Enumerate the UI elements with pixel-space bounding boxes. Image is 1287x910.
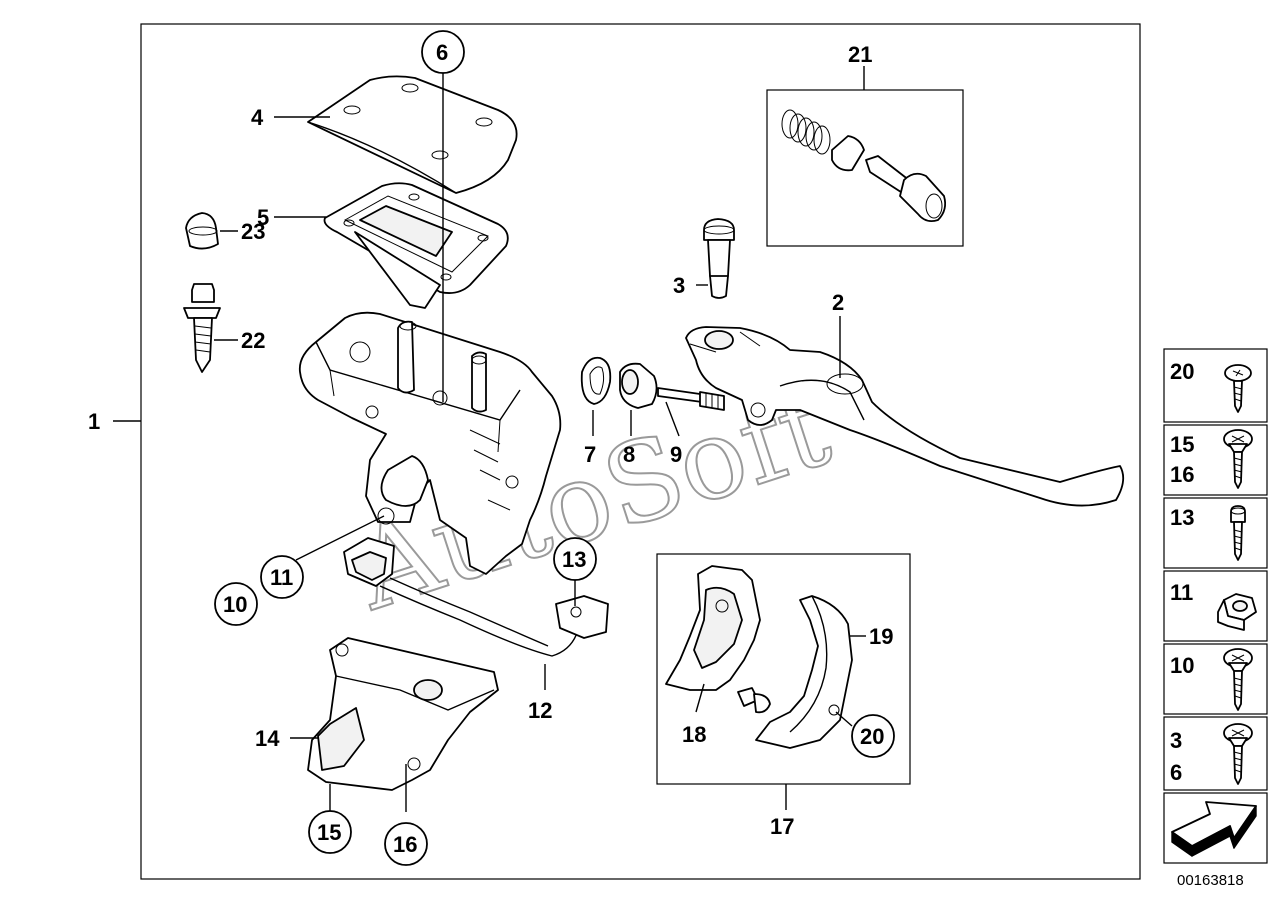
side-label-13: 13 [1170, 505, 1194, 530]
part-14-cover [307, 637, 499, 791]
hex-nut-icon [1217, 593, 1257, 631]
countersunk-screw-icon [1223, 648, 1253, 711]
callout-15: 15 [317, 820, 341, 845]
callout-circle-20 [851, 714, 895, 758]
callout-22: 22 [241, 328, 265, 353]
side-label-10: 10 [1170, 653, 1194, 678]
part-21-piston-kit [781, 109, 947, 223]
callout-18: 18 [682, 722, 706, 747]
part-4-cap [307, 75, 518, 194]
part-1-housing [298, 311, 562, 575]
callout-16: 16 [393, 832, 417, 857]
side-label-16: 16 [1170, 462, 1194, 487]
reference-number: 00163818 [1177, 872, 1244, 889]
callout-21: 21 [848, 42, 872, 67]
callout-13: 13 [562, 547, 586, 572]
part-7-circlip [580, 356, 612, 405]
part-19-cover [755, 595, 853, 749]
callout-11: 11 [270, 565, 293, 590]
callout-12: 12 [528, 698, 552, 723]
callout-14: 14 [255, 726, 280, 751]
part-17-box [656, 553, 911, 785]
callout-17: 17 [770, 814, 794, 839]
part-9-pushrod [657, 387, 725, 411]
part-3-pivot-bolt [703, 218, 735, 299]
callout-19: 19 [869, 624, 893, 649]
callout-20: 20 [860, 724, 884, 749]
part-21-box [766, 89, 964, 247]
callout-1: 1 [88, 409, 100, 434]
part-18-bracket [665, 565, 761, 691]
part-8-bushing [619, 362, 658, 409]
side-panel: 20 15 16 13 11 [1163, 348, 1268, 864]
part-2-lever [685, 326, 1125, 507]
leader-lines [113, 66, 866, 812]
side-label-20: 20 [1170, 359, 1194, 384]
socket-head-bolt-icon [1230, 505, 1246, 561]
callout-10: 10 [223, 592, 247, 617]
callout-6: 6 [436, 40, 448, 65]
part-12-switch-cable [343, 537, 609, 657]
part-18-screw [737, 687, 771, 714]
callout-circle-15 [308, 810, 352, 854]
callout-circle-16 [384, 822, 428, 866]
part-22-bleeder [183, 283, 221, 373]
part-5-diaphragm [323, 182, 509, 309]
pan-head-screw-icon [1224, 364, 1252, 413]
callout-circle-10 [214, 582, 258, 626]
callout-2: 2 [832, 290, 844, 315]
countersunk-screw-icon [1223, 429, 1253, 489]
callout-circle-13 [553, 537, 597, 581]
callout-5: 5 [257, 205, 269, 230]
callout-4: 4 [251, 105, 264, 130]
arrow-icon [1171, 801, 1257, 857]
countersunk-screw-icon [1223, 723, 1253, 785]
callout-circle-6 [421, 30, 465, 74]
callout-8: 8 [623, 442, 635, 467]
callout-3: 3 [673, 273, 685, 298]
callout-7: 7 [584, 442, 596, 467]
side-label-3: 3 [1170, 728, 1182, 753]
side-label-6: 6 [1170, 760, 1182, 785]
part-23-cap [185, 212, 219, 250]
callout-9: 9 [670, 442, 682, 467]
side-label-15: 15 [1170, 432, 1194, 457]
main-frame [140, 23, 1141, 880]
side-label-11: 11 [1170, 580, 1193, 605]
callout-circle-11 [260, 555, 304, 599]
callout-23: 23 [241, 219, 265, 244]
